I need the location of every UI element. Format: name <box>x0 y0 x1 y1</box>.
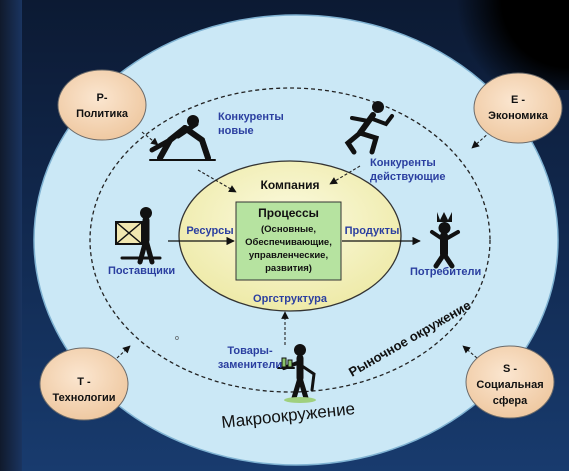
social-factor-label-1: Социальная <box>476 379 543 391</box>
processes-line: управленческие, <box>249 250 328 261</box>
products-label: Продукты <box>345 225 400 237</box>
processes-line: (Основные, <box>261 224 316 235</box>
org-structure-label: Оргструктура <box>253 293 328 305</box>
current-competitors-label-1: Конкуренты <box>370 157 436 169</box>
politics-factor: P- Политика <box>57 69 147 141</box>
social-factor-code: S - <box>503 363 517 375</box>
politics-arrow <box>141 131 159 146</box>
processes-box <box>235 201 342 281</box>
social-factor-label-2: сфера <box>493 395 528 407</box>
substitutes-label-2: заменители <box>218 359 282 371</box>
politics-factor-code: P- <box>97 92 108 104</box>
consumers-label: Потребители <box>410 266 481 278</box>
consumer-icon <box>430 212 460 269</box>
suppliers-label: Поставщики <box>108 265 175 277</box>
new-competitors-arrow <box>197 169 237 193</box>
processes-line: Обеспечивающие, <box>245 237 332 248</box>
current-competitors-arrow <box>329 165 361 185</box>
economy-factor-label: Экономика <box>488 110 549 122</box>
left-edge-bar <box>0 0 22 471</box>
technology-factor: T - Технологии <box>39 347 129 421</box>
market-environment-ellipse <box>89 87 491 393</box>
waiter-icon <box>277 344 316 403</box>
resources-label: Ресурсы <box>186 225 233 237</box>
supplier-icon <box>115 207 162 265</box>
social-factor: S - Социальная сфера <box>465 345 555 419</box>
processes-line: развития) <box>265 263 312 274</box>
economy-factor: E - Экономика <box>473 72 563 144</box>
company-title: Компания <box>261 178 320 192</box>
new-competitors-label-2: новые <box>218 125 254 137</box>
runner-start-icon <box>149 115 216 161</box>
technology-factor-code: T - <box>77 376 91 388</box>
economy-arrow <box>471 131 491 149</box>
economy-factor-code: E - <box>511 94 525 106</box>
technology-arrow <box>116 345 131 359</box>
substitutes-label-1: Товары- <box>227 345 273 357</box>
technology-factor-label: Технологии <box>52 392 115 404</box>
runner-sprint-icon <box>344 101 394 155</box>
processes-title: Процессы <box>258 206 319 220</box>
current-competitors-label-2: действующие <box>370 171 446 183</box>
politics-factor-label: Политика <box>76 108 129 120</box>
new-competitors-label-1: Конкуренты <box>218 111 284 123</box>
stray-mark: o <box>175 335 179 342</box>
social-arrow <box>462 345 478 359</box>
